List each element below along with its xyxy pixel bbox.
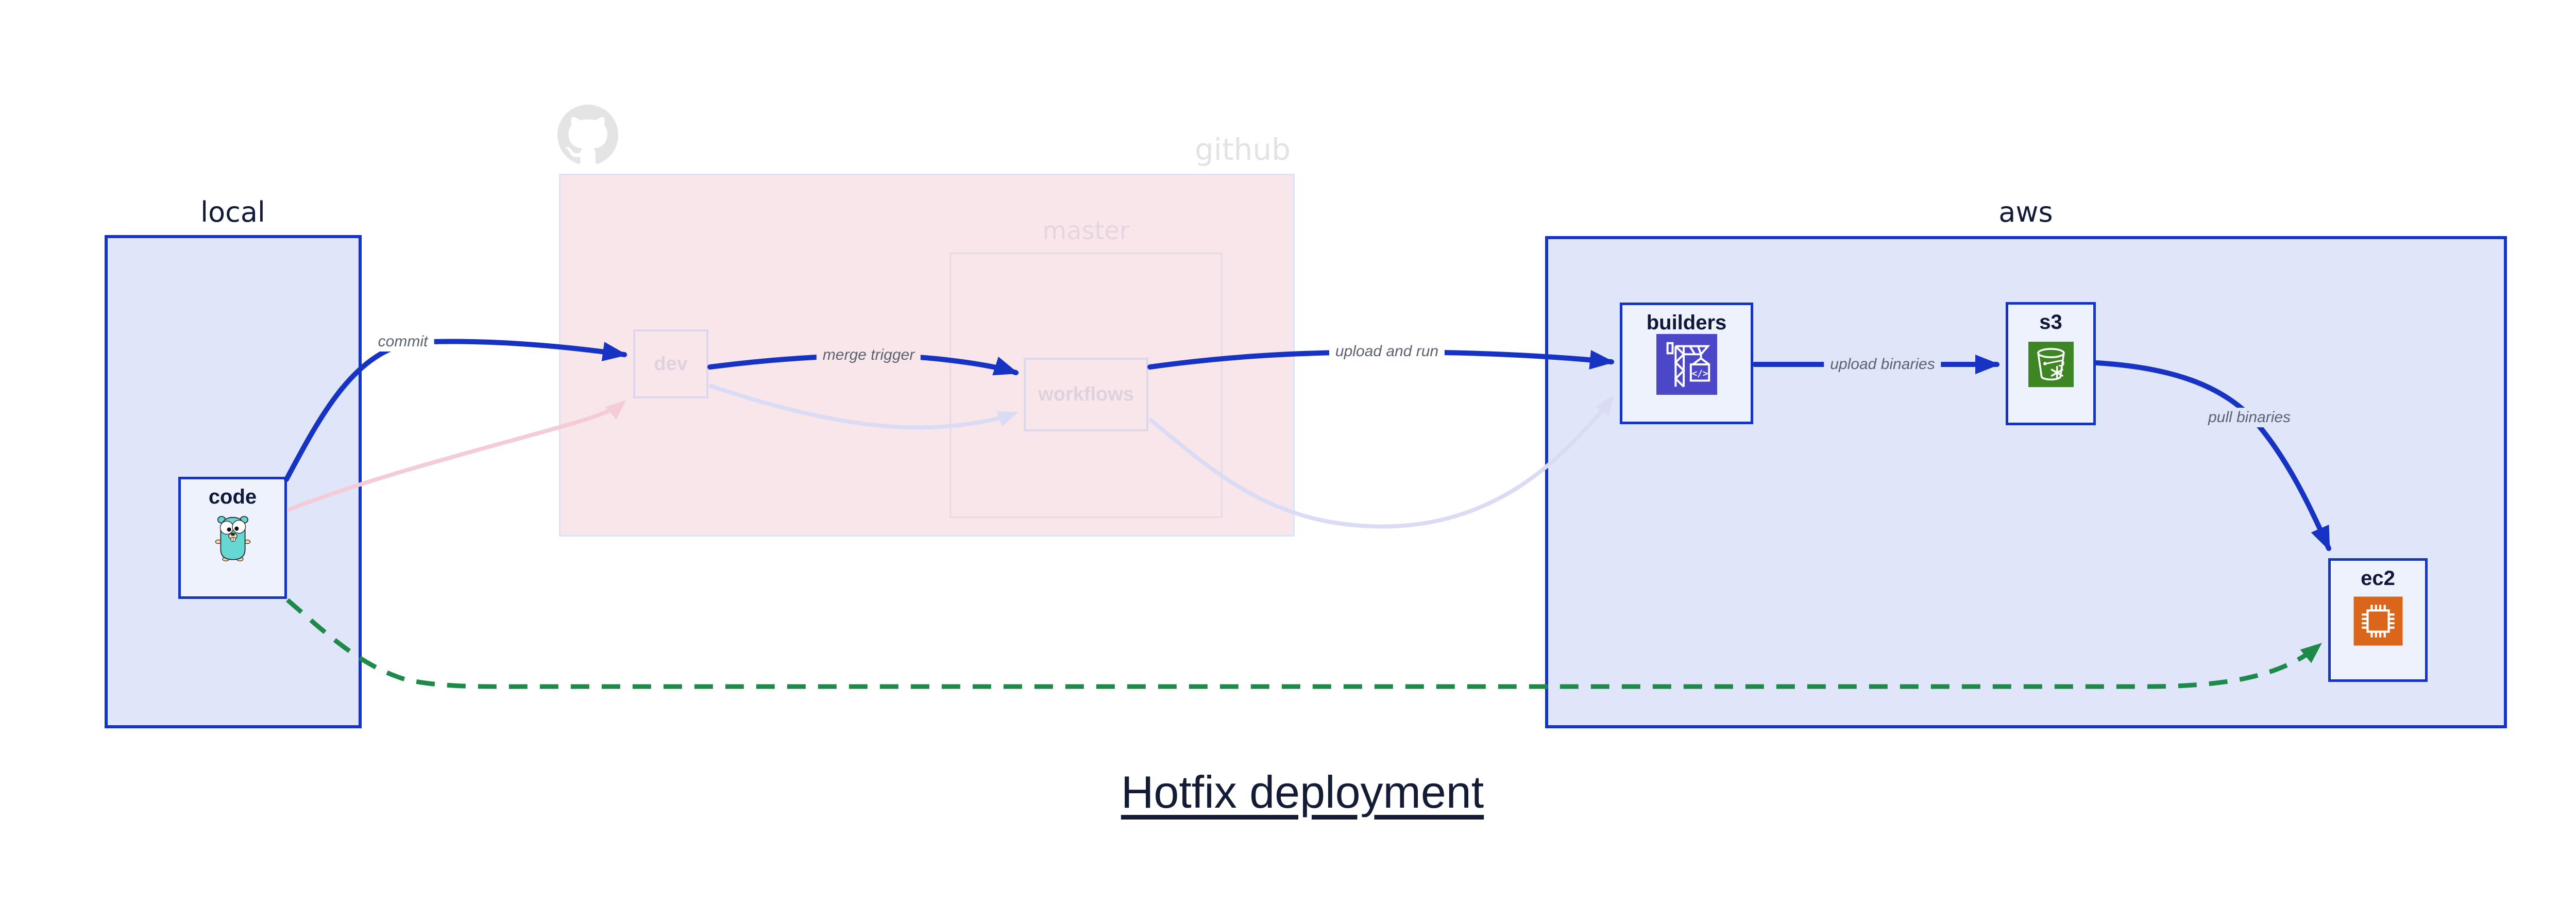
group-aws-label: aws: [1998, 196, 2053, 228]
aws-codebuild-crane-icon: </>: [1656, 334, 1717, 395]
node-builders: builders </>: [1620, 303, 1753, 424]
node-builders-label: builders: [1646, 311, 1727, 334]
node-workflows: workflows: [1024, 358, 1148, 431]
node-workflows-label: workflows: [1038, 383, 1134, 405]
edge-label-upload-and-run: upload and run: [1329, 342, 1445, 361]
github-octocat-icon: [557, 105, 618, 164]
group-github-label: github: [1194, 132, 1291, 167]
go-gopher-icon: [215, 516, 250, 561]
edge-label-commit: commit: [371, 332, 434, 352]
group-master-label: master: [1042, 216, 1130, 245]
node-dev-label: dev: [654, 353, 688, 375]
aws-ec2-chip-icon: [2353, 596, 2402, 646]
edge-label-pull-binaries: pull binaries: [2201, 408, 2297, 427]
node-ec2: ec2: [2328, 558, 2428, 682]
edge-label-merge-trigger: merge trigger: [816, 345, 921, 365]
svg-text:</>: </>: [1691, 369, 1708, 379]
node-dev: dev: [633, 329, 708, 398]
edge-label-upload-binaries: upload binaries: [1824, 355, 1941, 374]
node-s3: s3: [2006, 302, 2096, 425]
node-s3-label: s3: [2039, 311, 2062, 333]
aws-s3-bucket-icon: [2028, 342, 2074, 387]
node-ec2-label: ec2: [2361, 567, 2395, 590]
node-code-label: code: [208, 486, 257, 508]
diagram-title: Hotfix deployment: [1121, 766, 1484, 817]
group-local-label: local: [200, 196, 265, 228]
node-code: code: [178, 477, 287, 599]
